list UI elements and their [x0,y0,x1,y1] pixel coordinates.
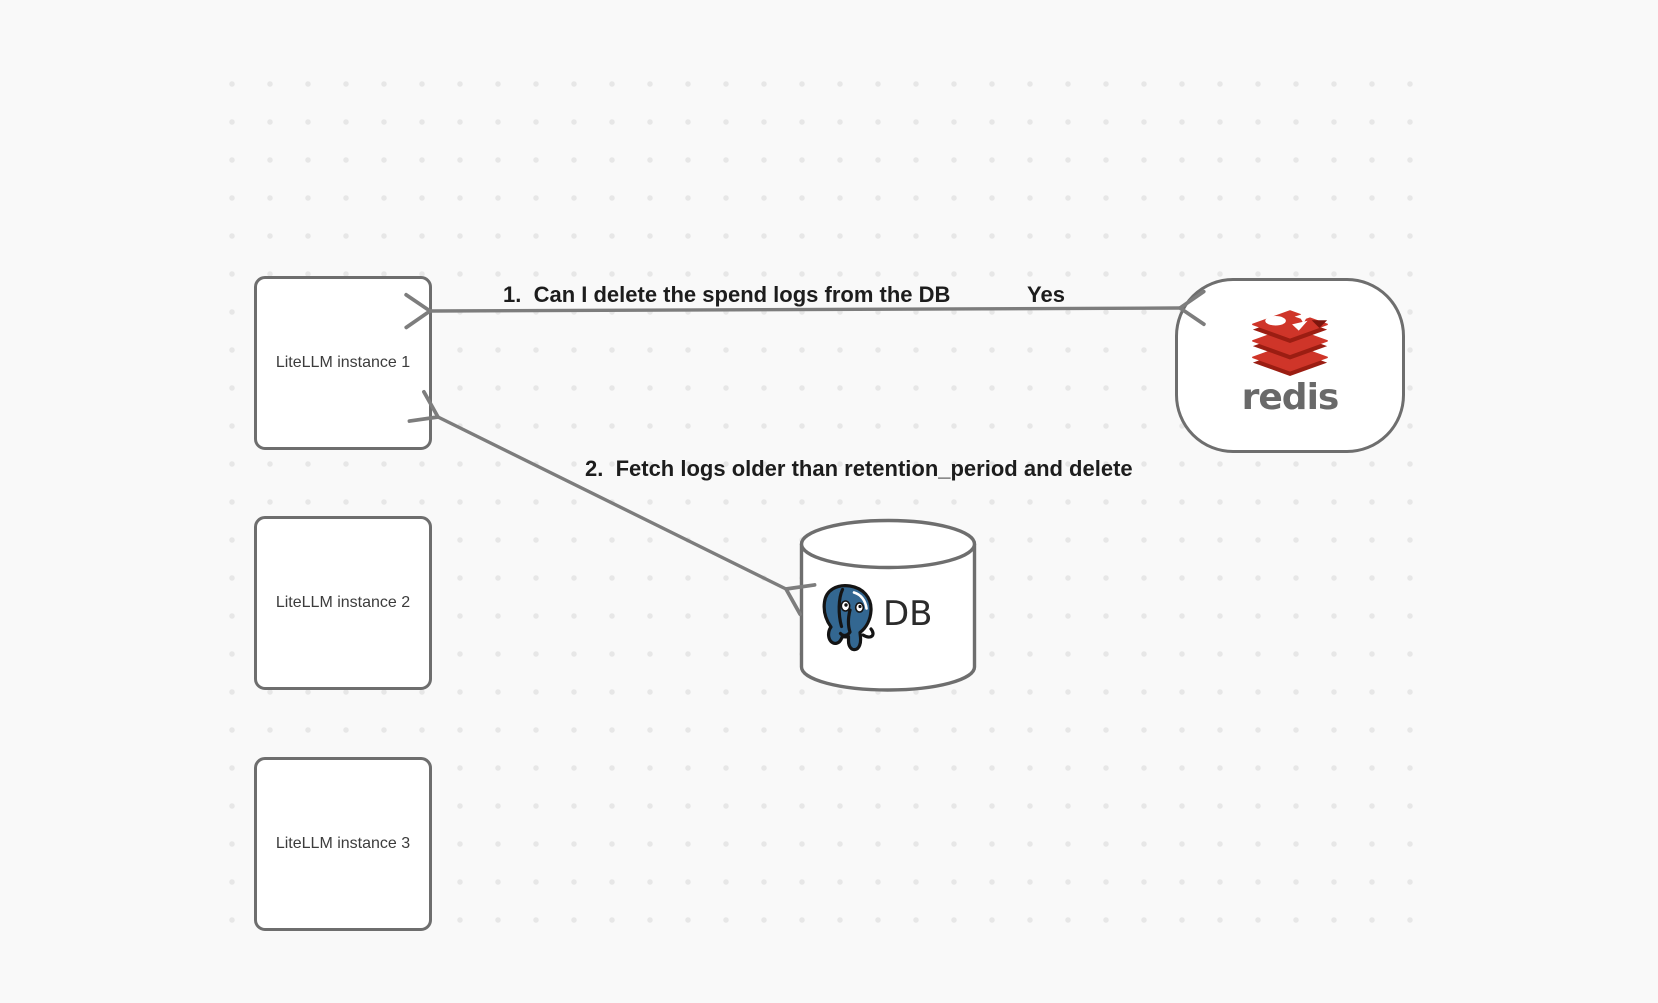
cylinder-shape [799,518,977,692]
edge-label-1: 1. Can I delete the spend logs from the … [503,282,951,307]
node-label: LiteLLM instance 1 [275,354,411,371]
node-litellm-instance-2: LiteLLM instance 2 [254,516,432,690]
edge-label-2: 2. Fetch logs older than retention_perio… [585,456,1133,481]
postgresql-logo-icon [822,584,875,652]
node-label: LiteLLM instance 3 [275,835,411,852]
redis-logo-icon [1252,309,1328,376]
edge-response-yes: Yes [1027,282,1065,307]
db-label: DB [883,594,933,634]
node-litellm-instance-3: LiteLLM instance 3 [254,757,432,931]
node-label: LiteLLM instance 2 [275,594,411,611]
node-db-cylinder: DB [799,518,977,693]
redis-wordmark: redis [1241,377,1340,418]
node-redis: redis [1175,278,1405,453]
node-litellm-instance-1: LiteLLM instance 1 [254,276,432,450]
